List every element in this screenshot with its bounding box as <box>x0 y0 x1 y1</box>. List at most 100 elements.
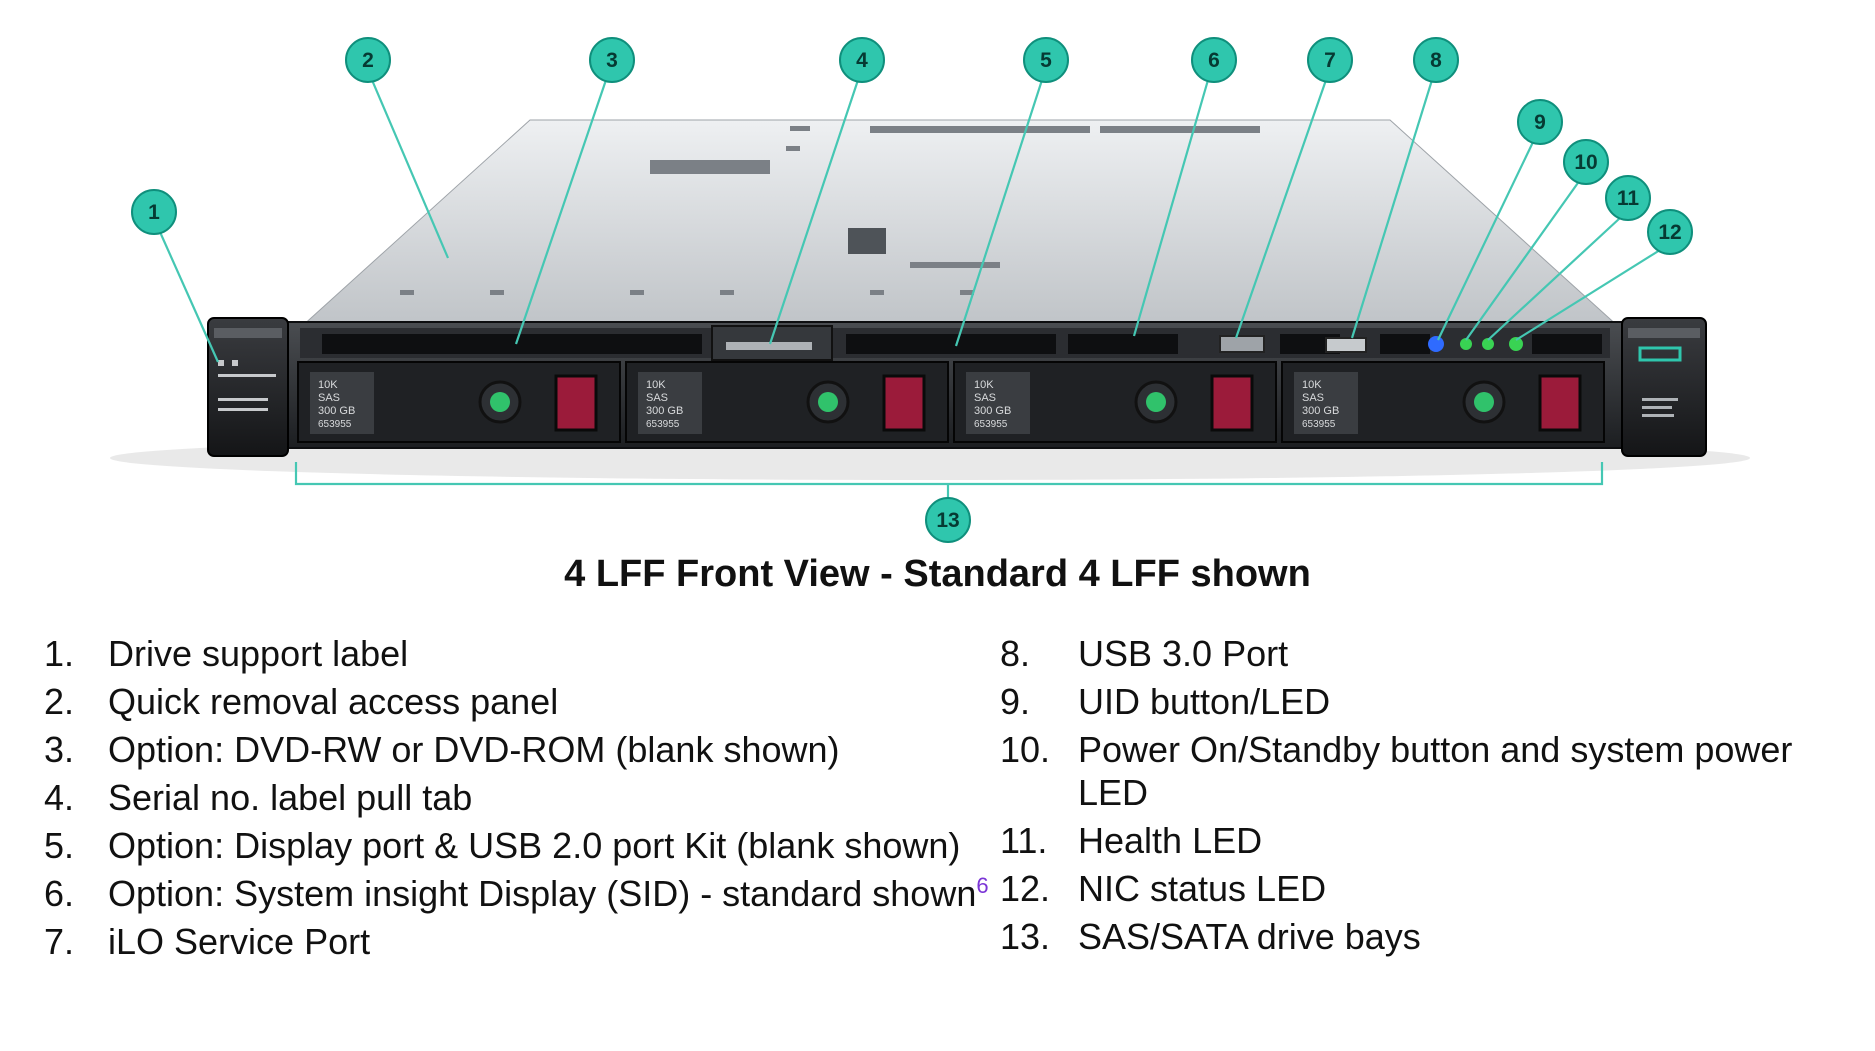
callout-number: 11 <box>1617 187 1640 210</box>
legend-number: 4. <box>44 777 75 818</box>
legend-label: Option: System insight Display (SID) - s… <box>108 873 977 914</box>
legend-item: 10. Power On/Standby button and system po… <box>1000 728 1860 814</box>
legend-item: 11. Health LED <box>1000 819 1860 862</box>
legend-number: 8. <box>1000 633 1031 674</box>
legend-label: Health LED <box>1078 820 1263 861</box>
legend-label: Serial no. label pull tab <box>108 777 473 818</box>
drive-bay: 10K SAS 300 GB 653955 <box>297 361 621 443</box>
callout-number: 2 <box>362 49 374 72</box>
drive-bay: 10K SAS 300 GB 653955 <box>625 361 949 443</box>
legend-item: 8. USB 3.0 Port <box>1000 632 1860 675</box>
callout-13: 13 <box>925 497 971 543</box>
drive-label-line: 10K <box>318 379 338 391</box>
legend-number: 11. <box>1000 820 1048 861</box>
drive-label-line: SAS <box>318 392 340 404</box>
legend-label: Option: DVD-RW or DVD-ROM (blank shown) <box>108 729 840 770</box>
callout-2: 2 <box>345 37 391 83</box>
drive-label-line: 653955 <box>318 419 352 430</box>
legend-number: 5. <box>44 825 75 866</box>
callout-number: 8 <box>1430 49 1442 72</box>
legend-item: 6.Option: System insight Display (SID) -… <box>44 872 1004 915</box>
drive-label-line: 300 GB <box>1302 405 1339 417</box>
drive-label-line: 300 GB <box>318 405 355 417</box>
drive-bays: 10K SAS 300 GB 653955 10K SAS 300 GB 653… <box>297 361 1605 443</box>
callout-7: 7 <box>1307 37 1353 83</box>
drive-label-line: 10K <box>646 379 666 391</box>
drive-label-line: 653955 <box>1302 419 1336 430</box>
footnote-link[interactable]: 6 <box>976 873 989 898</box>
legend-label: NIC status LED <box>1078 868 1327 909</box>
callout-number: 10 <box>1574 151 1597 174</box>
drive-label-line: 10K <box>974 379 994 391</box>
callout-number: 9 <box>1534 111 1546 134</box>
figure-caption: 4 LFF Front View - Standard 4 LFF shown <box>564 553 1311 595</box>
legend-right-column: 8. USB 3.0 Port 9.UID button/LED 10. Power… <box>1000 632 1860 963</box>
drive-label-line: SAS <box>646 392 668 404</box>
legend-label: USB 3.0 Port <box>1078 633 1289 674</box>
callout-1: 1 <box>131 189 177 235</box>
access-panel <box>298 119 1622 329</box>
drive-label-line: 653955 <box>646 419 680 430</box>
power-led <box>1460 338 1472 350</box>
callout-number: 1 <box>148 201 160 224</box>
nic-led <box>1509 337 1523 351</box>
drive-bay: 10K SAS 300 GB 653955 <box>953 361 1277 443</box>
legend-item: 7. iLO Service Port <box>44 920 1004 963</box>
serial-label-pull-tab <box>726 342 812 350</box>
legend-number: 3. <box>44 729 75 770</box>
health-led <box>1482 338 1494 350</box>
callout-6: 6 <box>1191 37 1237 83</box>
legend-label: Power On/Standby button and system power… <box>1078 729 1793 813</box>
callout-number: 4 <box>856 49 868 72</box>
callout-12: 12 <box>1647 209 1693 255</box>
right-rack-ear <box>1621 317 1707 457</box>
server-front-view-diagram: 10K SAS 300 GB 653955 10K SAS 300 GB 653… <box>110 37 1750 543</box>
drive-support-label <box>218 360 276 411</box>
legend-left-column: 1. Drive support label 2. Quick removal ac… <box>44 632 1004 968</box>
callout-5: 5 <box>1023 37 1069 83</box>
callout-number: 12 <box>1658 221 1681 244</box>
legend-label: UID button/LED <box>1078 681 1331 722</box>
legend-item: 12. NIC status LED <box>1000 867 1860 910</box>
legend-number: 7. <box>44 921 75 962</box>
front-vent-strip <box>300 328 1610 358</box>
callout-10: 10 <box>1563 139 1609 185</box>
callout-8: 8 <box>1413 37 1459 83</box>
leader-lines <box>158 79 1661 498</box>
drive-label-line: 653955 <box>974 419 1008 430</box>
legend-number: 2. <box>44 681 75 722</box>
callout-number: 13 <box>936 509 959 532</box>
usb-3-port <box>1325 337 1367 353</box>
legend-number: 10. <box>1000 729 1051 770</box>
legend-item: 4. Serial no. label pull tab <box>44 776 1004 819</box>
callout-number: 6 <box>1208 49 1220 72</box>
callout-number: 3 <box>606 49 618 72</box>
callout-4: 4 <box>839 37 885 83</box>
drive-label-line: 300 GB <box>974 405 1011 417</box>
legend-item: 5. Option: Display port & USB 2.0 port Ki… <box>44 824 1004 867</box>
legend-label: Quick removal access panel <box>108 681 559 722</box>
drive-bay: 10K SAS 300 GB 653955 <box>1281 361 1605 443</box>
drive-label-line: SAS <box>1302 392 1324 404</box>
ilo-service-port <box>1219 335 1265 353</box>
legend-item: 3. Option: DVD-RW or DVD-ROM (blank shown… <box>44 728 1004 771</box>
legend-number: 12. <box>1000 868 1051 909</box>
left-rack-ear <box>207 317 289 457</box>
legend-item: 13. SAS/SATA drive bays <box>1000 915 1860 958</box>
uid-led <box>1428 336 1444 352</box>
callout-number: 7 <box>1324 49 1336 72</box>
callout-9: 9 <box>1517 99 1563 145</box>
drive-label-line: 300 GB <box>646 405 683 417</box>
legend-number: 13. <box>1000 916 1051 957</box>
legend-label: iLO Service Port <box>108 921 371 962</box>
legend-item: 1. Drive support label <box>44 632 1004 675</box>
legend-label: Drive support label <box>108 633 409 674</box>
drive-label-line: 10K <box>1302 379 1322 391</box>
legend-label: Option: Display port & USB 2.0 port Kit … <box>108 825 961 866</box>
legend-item: 9.UID button/LED <box>1000 680 1860 723</box>
callout-number: 5 <box>1040 49 1052 72</box>
callout-11: 11 <box>1605 175 1651 221</box>
legend-number: 1. <box>44 633 75 674</box>
hpe-logo-icon <box>1638 346 1682 362</box>
legend-label: SAS/SATA drive bays <box>1078 916 1421 957</box>
